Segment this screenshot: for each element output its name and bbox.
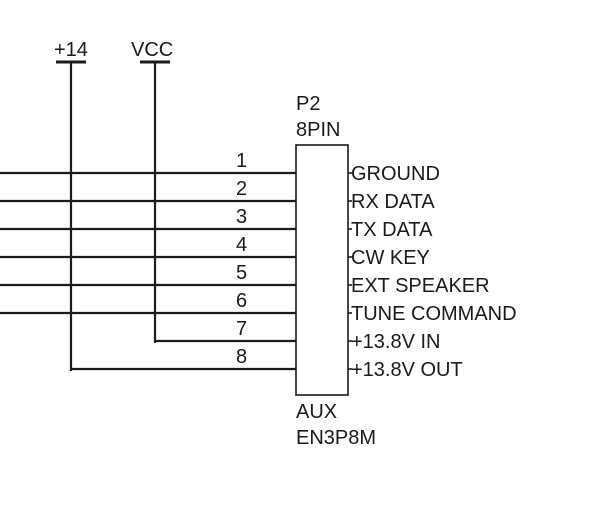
- power-symbol-vcc: VCC: [131, 39, 173, 343]
- connector-footer-part: EN3P8M: [296, 427, 376, 449]
- pin-signal-5: EXT SPEAKER: [351, 275, 490, 297]
- connector-value: 8PIN: [296, 119, 340, 141]
- pin-number-4: 4: [236, 234, 247, 256]
- pin-signal-1: GROUND: [351, 163, 440, 185]
- connector-ref: P2: [296, 93, 320, 115]
- pin-number-1: 1: [236, 150, 247, 172]
- pin-signal-2: RX DATA: [351, 191, 435, 213]
- pin-number-6: 6: [236, 290, 247, 312]
- pin-signal-7: +13.8V IN: [351, 331, 441, 353]
- pin-number-7: 7: [236, 318, 247, 340]
- pin-number-8: 8: [236, 346, 247, 368]
- pin-signal-4: CW KEY: [351, 247, 430, 269]
- connector-body: [295, 144, 349, 396]
- pin-signal-6: TUNE COMMAND: [351, 303, 517, 325]
- pin-number-5: 5: [236, 262, 247, 284]
- power-label-14: +14: [54, 39, 88, 61]
- pin-number-2: 2: [236, 178, 247, 200]
- power-label-vcc: VCC: [131, 39, 173, 61]
- pin-number-3: 3: [236, 206, 247, 228]
- pin-signal-8: +13.8V OUT: [351, 359, 463, 381]
- connector-footer-name: AUX: [296, 401, 337, 423]
- power-symbol-14: +14: [54, 39, 88, 371]
- pin-signal-3: TX DATA: [351, 219, 433, 241]
